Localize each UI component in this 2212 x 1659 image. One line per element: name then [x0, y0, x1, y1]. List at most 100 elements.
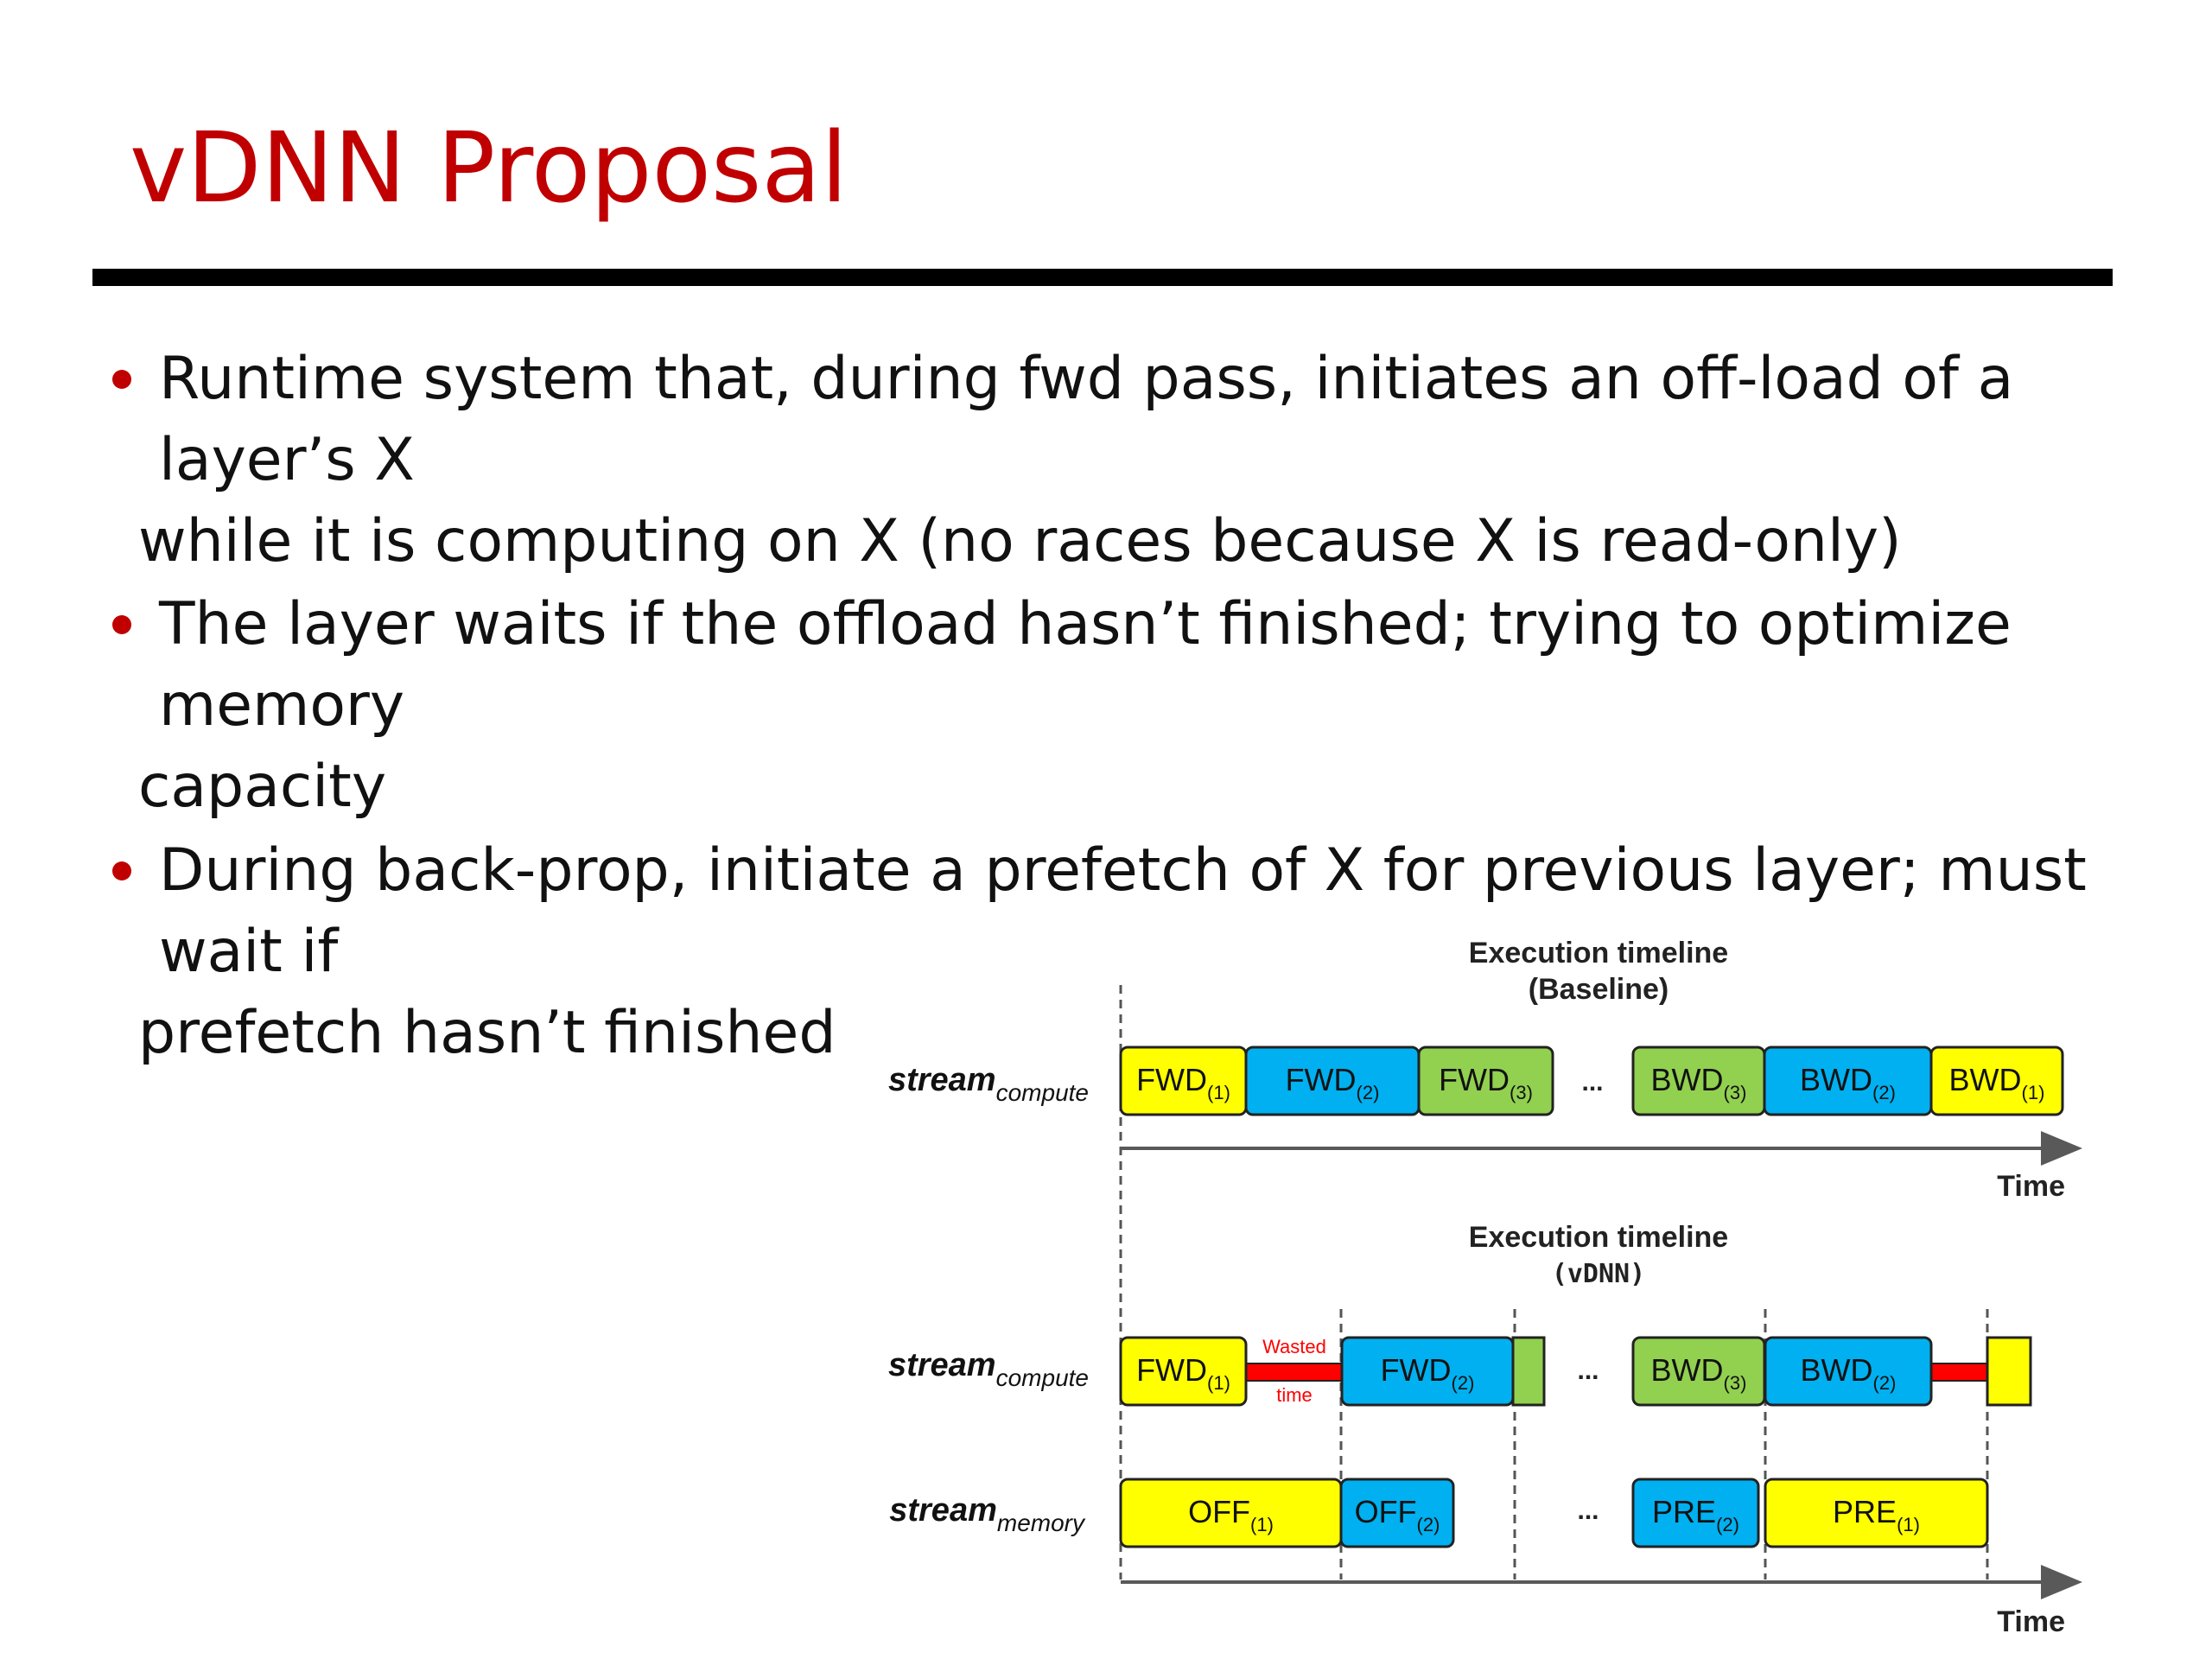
block-label-main: OFF: [1355, 1494, 1417, 1529]
baseline-block-4-label: BWD(3): [1651, 1062, 1747, 1103]
vdnn-memory-block-2: OFF(2): [1339, 1478, 1455, 1548]
block-label-sub: (3): [1724, 1372, 1747, 1394]
vdnn-compute-block-1: FWD(1): [1119, 1336, 1248, 1407]
bullet-1-line-2: while it is computing on X (no races bec…: [138, 507, 1902, 575]
wasted-time-bar-2: [1930, 1363, 1988, 1382]
baseline-block-4: BWD(3): [1631, 1046, 1766, 1116]
block-label-sub: (2): [1872, 1082, 1896, 1103]
baseline-block-3: FWD(3): [1417, 1046, 1554, 1116]
bullet-dot-1: [112, 370, 131, 389]
block-label-sub: (1): [1250, 1514, 1274, 1535]
bullet-1-line-1: Runtime system that, during fwd pass, in…: [159, 345, 2014, 494]
block-label-sub: (2): [1716, 1514, 1739, 1535]
vdnn-compute-block-5-rect: [1764, 1336, 1933, 1407]
vdnn-compute-block-4: BWD(3): [1631, 1336, 1766, 1407]
block-label-main: BWD: [1949, 1062, 2022, 1097]
vdnn-compute-block-4-label: BWD(3): [1651, 1352, 1747, 1394]
block-label-sub: (3): [1724, 1082, 1747, 1103]
block-label-sub: (1): [1207, 1082, 1230, 1103]
baseline-block-6-rect: [1929, 1046, 2064, 1116]
block-label-main: FWD: [1286, 1062, 1357, 1097]
baseline-block-5-label: BWD(2): [1800, 1062, 1896, 1103]
baseline-block-3-rect: [1417, 1046, 1554, 1116]
vdnn-memory-block-4-rect: [1764, 1478, 1989, 1548]
vdnn-memory-block-1: OFF(1): [1119, 1478, 1343, 1548]
vdnn-time-label: Time: [1997, 1605, 2065, 1638]
vdnn-memory-blocks: OFF(1)OFF(2)PRE(2)PRE(1): [1119, 1478, 1989, 1548]
block-label-sub: (2): [1417, 1514, 1440, 1535]
wasted-time-label: time: [1276, 1384, 1313, 1406]
stream-word: stream: [889, 1492, 997, 1529]
block-label-main: OFF: [1188, 1494, 1250, 1529]
block-label-main: FWD: [1439, 1062, 1510, 1097]
baseline-block-3-label: FWD(3): [1439, 1062, 1533, 1103]
vdnn-memory-block-3-rect: [1631, 1478, 1760, 1548]
block-label-main: BWD: [1651, 1352, 1724, 1388]
bullet-dot-3: [112, 861, 131, 880]
vdnn-compute-ellipsis: ...: [1577, 1357, 1599, 1385]
vdnn-memory-block-2-rect: [1339, 1478, 1455, 1548]
vdnn-memory-block-3: PRE(2): [1631, 1478, 1760, 1548]
baseline-block-2-label: FWD(2): [1286, 1062, 1380, 1103]
wasted-time-bar-1: [1245, 1363, 1343, 1382]
baseline-time-label: Time: [1997, 1170, 2065, 1203]
vdnn-stream-compute-label: streamcompute: [888, 1347, 1089, 1391]
compute-subscript: compute: [996, 1079, 1089, 1106]
baseline-block-2: FWD(2): [1244, 1046, 1421, 1116]
bullet-3: During back-prop, initiate a prefetch of…: [138, 830, 2152, 1074]
vdnn-stream-memory-label: streammemory: [889, 1492, 1086, 1536]
vdnn-compute-blocks: FWD(1)FWD(2)BWD(3)BWD(2): [1119, 1336, 2032, 1407]
block-label-main: PRE: [1652, 1494, 1716, 1529]
bullet-dot-2: [112, 615, 131, 634]
vdnn-title-line2: (vDNN): [1552, 1259, 1645, 1289]
slide-title: vDNN Proposal: [130, 112, 849, 225]
block-label-sub: (3): [1510, 1082, 1533, 1103]
vdnn-compute-block-1-rect: [1119, 1336, 1248, 1407]
block-label-main: FWD: [1136, 1062, 1207, 1097]
baseline-block-6: BWD(1): [1929, 1046, 2064, 1116]
vdnn-compute-block-3-rect: [1511, 1336, 1546, 1407]
vdnn-memory-block-3-label: PRE(2): [1652, 1494, 1739, 1535]
block-label-sub: (2): [1873, 1372, 1897, 1394]
baseline-title-line2: (Baseline): [1529, 973, 1669, 1006]
vdnn-compute-block-2-label: FWD(2): [1381, 1352, 1475, 1394]
wasted-label: Wasted: [1262, 1336, 1326, 1357]
baseline-ellipsis: ...: [1581, 1068, 1603, 1096]
bullet-2-line-1: The layer waits if the offload hasn’t fi…: [159, 590, 2012, 740]
baseline-block-1-label: FWD(1): [1136, 1062, 1230, 1103]
block-label-main: BWD: [1800, 1062, 1872, 1097]
vdnn-title-line1: Execution timeline: [1469, 1221, 1728, 1254]
block-label-sub: (1): [2022, 1082, 2045, 1103]
vdnn-compute-block-3: [1511, 1336, 1546, 1407]
block-label-sub: (1): [1207, 1372, 1230, 1394]
title-divider: [92, 269, 2113, 286]
stream-word: stream: [888, 1062, 996, 1098]
vdnn-memory-block-1-label: OFF(1): [1188, 1494, 1274, 1535]
block-label-main: PRE: [1833, 1494, 1897, 1529]
baseline-stream-compute-label: streamcompute: [888, 1062, 1089, 1106]
stream-word: stream: [888, 1347, 996, 1383]
bullet-3-line-1: During back-prop, initiate a prefetch of…: [159, 836, 2087, 986]
block-label-sub: (2): [1357, 1082, 1380, 1103]
vdnn-compute-block-2: FWD(2): [1340, 1336, 1515, 1407]
block-label-sub: (2): [1452, 1372, 1475, 1394]
bullet-1: Runtime system that, during fwd pass, in…: [138, 339, 2152, 582]
vdnn-compute-block-6: [1986, 1336, 2032, 1407]
vdnn-compute-block-1-label: FWD(1): [1136, 1352, 1230, 1394]
bullet-2: The layer waits if the offload hasn’t fi…: [138, 584, 2152, 828]
block-label-main: FWD: [1136, 1352, 1207, 1388]
vdnn-memory-block-4-label: PRE(1): [1833, 1494, 1920, 1535]
baseline-title-line1: Execution timeline: [1469, 937, 1728, 969]
compute-subscript: compute: [996, 1364, 1089, 1391]
block-label-main: FWD: [1381, 1352, 1452, 1388]
bullet-3-line-2: prefetch hasn’t finished: [138, 999, 836, 1067]
memory-subscript: memory: [997, 1510, 1086, 1536]
bullet-2-line-2: capacity: [138, 753, 387, 821]
block-label-sub: (1): [1897, 1514, 1920, 1535]
baseline-block-1: FWD(1): [1119, 1046, 1248, 1116]
baseline-block-5: BWD(2): [1763, 1046, 1933, 1116]
block-label-main: BWD: [1801, 1352, 1873, 1388]
baseline-block-6-label: BWD(1): [1949, 1062, 2045, 1103]
block-label-main: BWD: [1651, 1062, 1724, 1097]
